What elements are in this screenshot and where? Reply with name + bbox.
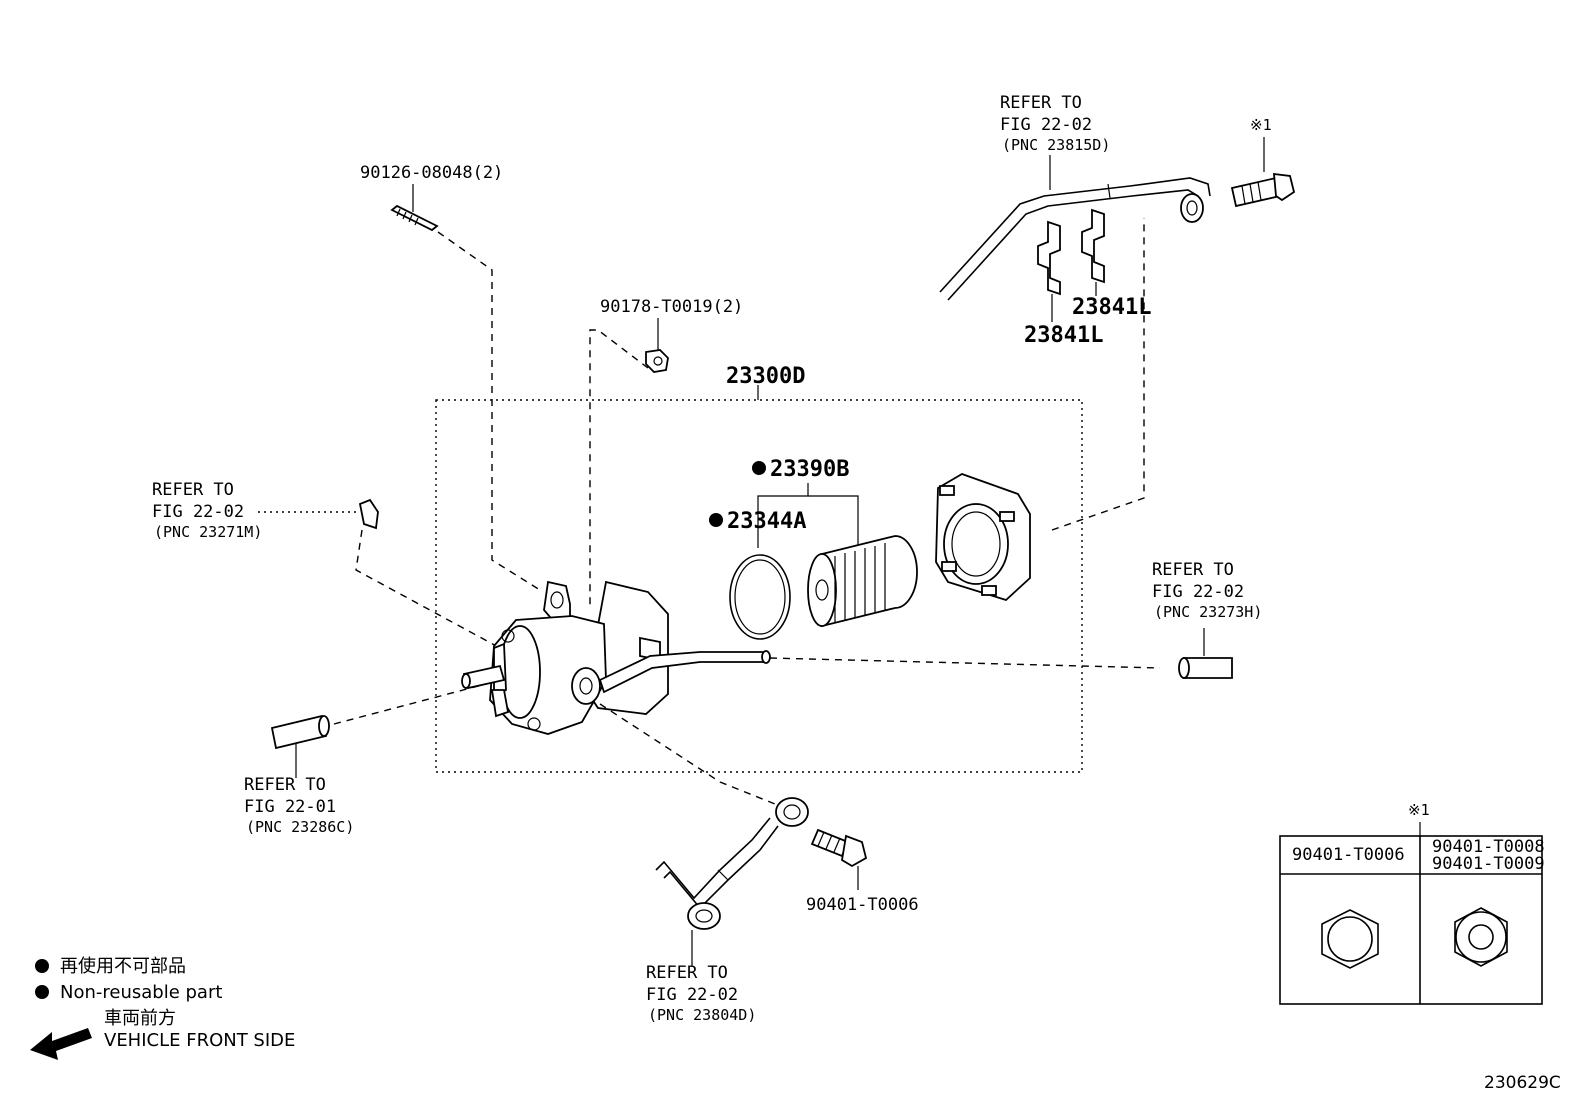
union-bolt-bottom	[810, 828, 868, 868]
nut	[645, 349, 669, 373]
front-arrow-icon	[30, 1028, 92, 1060]
part-label-23390b: 23390B	[770, 457, 849, 482]
hex-bolt-icon-plain	[1321, 909, 1379, 969]
union-bolt-top	[1230, 172, 1296, 208]
part-label-23841l-lower: 23841L	[1024, 323, 1103, 348]
ref-bottom-line3: (PNC 23804D)	[648, 1006, 756, 1024]
figure-code: 230629C	[1484, 1073, 1561, 1093]
legend-dot-en	[35, 985, 49, 999]
table-col2-header-2: 90401-T0009	[1432, 854, 1545, 874]
part-label-23344a: 23344A	[727, 509, 806, 534]
note-mark-top: ※1	[1250, 116, 1272, 134]
hose-lower-left	[270, 714, 330, 750]
ref-lowleft-line1: REFER TO	[244, 775, 326, 795]
assembly-box	[435, 399, 1083, 773]
non-reusable-dot	[709, 513, 723, 527]
table-col1-header: 90401-T0006	[1292, 845, 1405, 865]
vacuum-pump-body	[461, 580, 771, 735]
ref-lowleft-line2: FIG 22-01	[244, 797, 336, 817]
stud-bolt	[390, 204, 439, 232]
ref-right-line3: (PNC 23273H)	[1154, 603, 1262, 621]
o-ring	[729, 554, 791, 640]
ref-left-line1: REFER TO	[152, 480, 234, 500]
part-label-90401-bottom: 90401-T0006	[806, 895, 919, 915]
ref-top-line1: REFER TO	[1000, 93, 1082, 113]
part-label-90126: 90126-08048(2)	[360, 163, 503, 183]
ref-bottom-line2: FIG 22-02	[646, 985, 738, 1005]
non-reusable-dot	[752, 461, 766, 475]
legend-front-en: VEHICLE FRONT SIDE	[104, 1030, 295, 1051]
ref-right-line2: FIG 22-02	[1152, 582, 1244, 602]
clamp-upper	[1081, 208, 1105, 284]
legend-front-jp: 車両前方	[104, 1008, 176, 1029]
filter-element	[807, 535, 918, 628]
ref-left-line3: (PNC 23271M)	[154, 523, 262, 541]
ref-top-line2: FIG 22-02	[1000, 115, 1092, 135]
ref-left-line2: FIG 22-02	[152, 502, 244, 522]
hex-bolt-icon-flanged	[1454, 907, 1508, 967]
legend-dot-jp	[35, 959, 49, 973]
ref-top-line3: (PNC 23815D)	[1002, 136, 1110, 154]
ref-lowleft-line3: (PNC 23286C)	[246, 818, 354, 836]
fuel-pipe-top	[939, 177, 1211, 301]
legend-non-reusable-en: Non-reusable part	[60, 982, 222, 1003]
part-label-90178: 90178-T0019(2)	[600, 297, 743, 317]
part-label-23841l-upper: 23841L	[1072, 295, 1151, 320]
clamp-lower	[1037, 220, 1061, 296]
table-note-mark: ※1	[1408, 801, 1430, 819]
part-label-23300d: 23300D	[726, 364, 805, 389]
table-col2-header-1: 90401-T0008	[1432, 837, 1545, 857]
bolt-table	[1279, 835, 1543, 1005]
hose-right-end	[1178, 657, 1233, 679]
ref-bottom-line1: REFER TO	[646, 963, 728, 983]
hose-left-end	[358, 498, 379, 530]
legend-non-reusable-jp: 再使用不可部品	[60, 956, 186, 977]
ref-right-line1: REFER TO	[1152, 560, 1234, 580]
filter-cover	[935, 473, 1031, 602]
fuel-pipe-bottom	[655, 797, 809, 930]
